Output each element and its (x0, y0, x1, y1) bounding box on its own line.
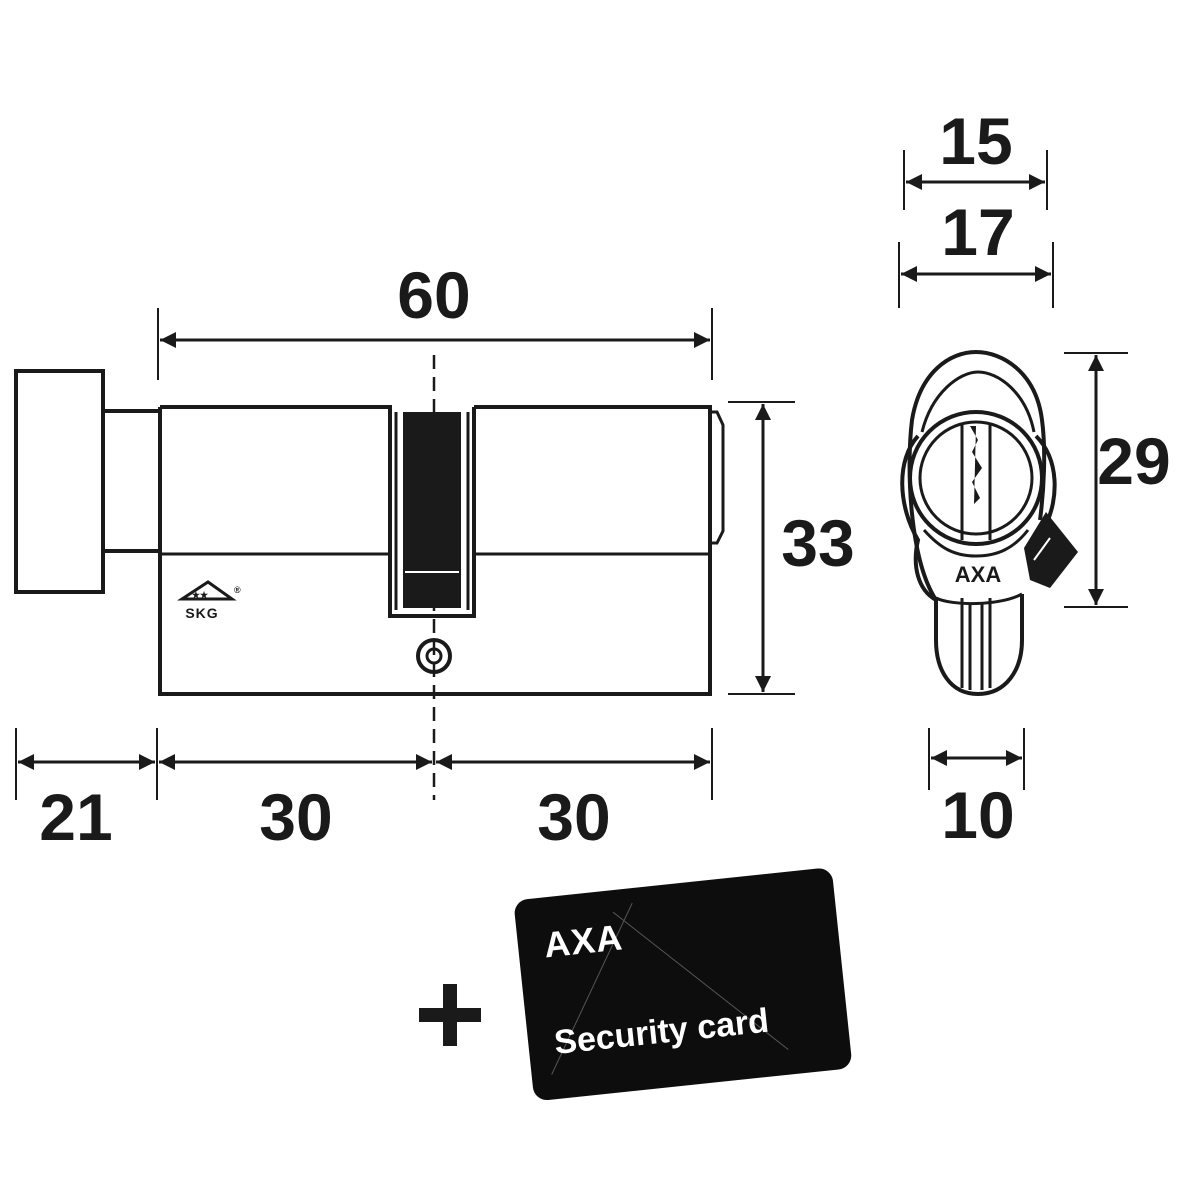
cylinder-body-left (158, 405, 433, 696)
plus-sign: + (419, 984, 481, 1046)
dim-30-right-label: 30 (537, 780, 610, 854)
cylinder-body-right (433, 405, 712, 696)
dimension-cam-width: 10 (928, 728, 1025, 852)
profile-brand: AXA (955, 562, 1002, 587)
end-cap (710, 410, 725, 545)
dim-15-label: 15 (939, 104, 1012, 178)
plug-circle (908, 410, 1044, 546)
keyway (960, 424, 992, 540)
screw-hole (416, 638, 452, 674)
dimension-total-length: 60 (157, 258, 713, 380)
dimension-profile-top: 15 (903, 104, 1048, 210)
svg-text:★★: ★★ (192, 590, 209, 600)
cam-slot (403, 412, 461, 608)
dimension-profile-width: 17 (898, 195, 1054, 308)
skg-mark: ★★ SKG ® (176, 580, 241, 621)
dim-10-label: 10 (941, 778, 1014, 852)
dim-60-label: 60 (397, 258, 470, 332)
dim-17-label: 17 (941, 195, 1014, 269)
thumb-turn-knob (14, 369, 105, 594)
dim-21-label: 21 (39, 780, 112, 854)
security-card: AXA Security card (514, 868, 852, 1101)
front-view: ★★ SKG ® (14, 355, 725, 800)
knob-shaft (103, 409, 160, 553)
registered-mark: ® (234, 585, 241, 595)
skg-label: SKG (185, 605, 218, 621)
card-brand: AXA (542, 916, 625, 965)
cam (1024, 512, 1078, 588)
dimension-bottom: 21 30 30 (15, 728, 713, 854)
dimension-profile-height: 29 (1064, 352, 1171, 608)
profile-view: AXA (900, 349, 1078, 697)
dim-33-label: 33 (781, 506, 854, 580)
dim-29-label: 29 (1097, 424, 1170, 498)
dim-30-left-label: 30 (259, 780, 332, 854)
dimension-height: 33 (728, 401, 855, 695)
profile-lower-body (934, 594, 1024, 697)
